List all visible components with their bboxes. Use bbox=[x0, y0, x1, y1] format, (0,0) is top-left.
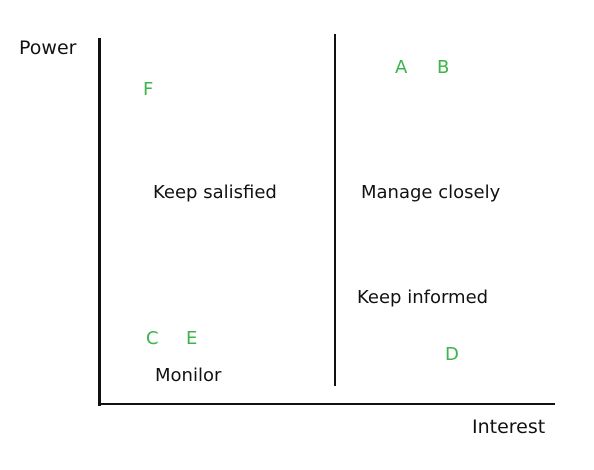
y-axis-label: Power bbox=[19, 37, 77, 59]
x-axis-line bbox=[98, 403, 555, 405]
y-axis-line bbox=[98, 38, 101, 406]
quadrant-manage-closely: Manage closely bbox=[361, 182, 501, 203]
stakeholder-d: D bbox=[445, 344, 459, 365]
quadrant-monitor: Monilor bbox=[155, 365, 222, 386]
quadrant-keep-informed: Keep informed bbox=[357, 287, 489, 308]
stakeholder-f: F bbox=[143, 79, 154, 100]
x-axis-label: Interest bbox=[472, 416, 546, 438]
stakeholder-b: B bbox=[437, 57, 450, 78]
stakeholder-a: A bbox=[395, 57, 408, 78]
stakeholder-c: C bbox=[146, 328, 159, 349]
quadrant-keep-satisfied: Keep salisfied bbox=[153, 182, 277, 203]
quadrant-divider bbox=[334, 34, 336, 386]
stakeholder-e: E bbox=[186, 328, 198, 349]
